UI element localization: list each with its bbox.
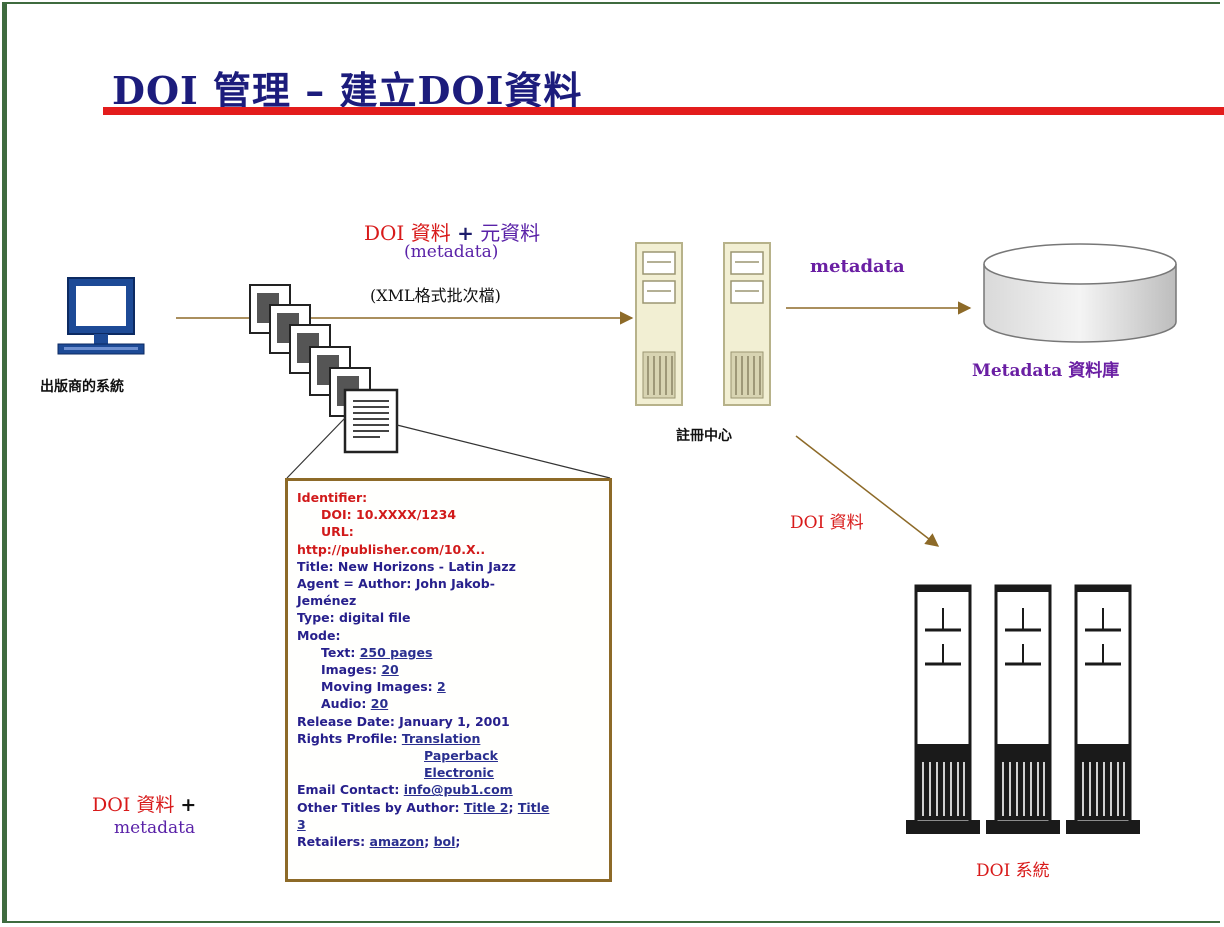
record-audio-label: Audio: bbox=[321, 696, 371, 712]
record-other-label: Other Titles by Author: bbox=[297, 799, 464, 815]
record-images-value[interactable]: 20 bbox=[381, 662, 399, 678]
record-audio-value[interactable]: 20 bbox=[370, 696, 389, 712]
record-retailers: Retailers: amazon; bol; bbox=[297, 833, 609, 850]
note-doi-data: DOI 資料 bbox=[92, 794, 175, 816]
record-url-label: URL: bbox=[321, 524, 354, 540]
edge-label-doi-data: DOI 資料 bbox=[364, 221, 451, 245]
record-retail-label: Retailers: bbox=[297, 834, 370, 850]
record-mode-images: Images: 20 bbox=[297, 661, 609, 678]
record-rights-paperback[interactable]: Paperback bbox=[424, 748, 498, 764]
record-other-sep: ; bbox=[508, 799, 518, 815]
database-icon bbox=[983, 243, 1177, 343]
record-text-label: Text: bbox=[321, 644, 360, 660]
arrow-registry-to-doi-system bbox=[795, 435, 940, 547]
document-stack-icon bbox=[249, 284, 399, 454]
record-images-label: Images: bbox=[321, 662, 382, 678]
record-other-title-3b[interactable]: 3 bbox=[297, 816, 306, 832]
server-pair-icon bbox=[635, 242, 771, 406]
record-mode-audio: Audio: 20 bbox=[297, 695, 609, 712]
record-doi: DOI: 10.XXXX/1234 bbox=[321, 507, 457, 523]
record-retail-amazon[interactable]: amazon bbox=[369, 834, 425, 850]
publisher-system-label: 出版商的系統 bbox=[40, 379, 124, 395]
record-rights-translation[interactable]: Translation bbox=[401, 730, 481, 746]
record-email: Email Contact: info@pub1.com bbox=[297, 781, 609, 798]
edge-label-metadata: metadata bbox=[810, 256, 905, 277]
record-rights-row2: Paperback bbox=[297, 747, 609, 764]
record-rights-electronic[interactable]: Electronic bbox=[424, 765, 495, 781]
edge-label-plus: + bbox=[457, 221, 474, 245]
edge-label-metadata-cn: 元資料 bbox=[480, 221, 541, 245]
record-mode-text: Text: 250 pages bbox=[297, 644, 609, 661]
callout-line-left bbox=[286, 417, 346, 479]
record-moving-label: Moving Images: bbox=[321, 679, 437, 695]
record-other-titles-cont: 3 bbox=[297, 816, 609, 833]
record-other-title-2[interactable]: Title 2 bbox=[463, 799, 509, 815]
record-mode-moving: Moving Images: 2 bbox=[297, 678, 609, 695]
record-retail-sep: ; bbox=[424, 834, 434, 850]
record-release-date: Release Date: January 1, 2001 bbox=[297, 713, 510, 729]
note-doi-plus: DOI 資料 + bbox=[92, 790, 196, 817]
page-title: DOI 管理 – 建立DOI資料 bbox=[112, 68, 583, 113]
edge-label-xml-batch: (XML格式批次檔) bbox=[370, 286, 501, 305]
record-retail-bol[interactable]: bol bbox=[433, 834, 456, 850]
record-rights-row3: Electronic bbox=[297, 764, 609, 781]
record-other-titles: Other Titles by Author: Title 2; Title bbox=[297, 799, 609, 816]
record-agent-line2: Jeménez bbox=[297, 593, 357, 609]
record-agent-line1: Agent = Author: John Jakob- bbox=[297, 576, 495, 592]
doi-system-label: DOI 系統 bbox=[976, 861, 1050, 881]
record-email-label: Email Contact: bbox=[297, 782, 404, 798]
record-identifier-label: Identifier: bbox=[297, 490, 368, 505]
metadata-database-label: Metadata 資料庫 bbox=[972, 361, 1120, 381]
record-mode-label: Mode: bbox=[297, 627, 341, 643]
record-text-value[interactable]: 250 pages bbox=[359, 644, 433, 660]
edge-label-metadata-en: (metadata) bbox=[404, 242, 499, 262]
record-moving-value[interactable]: 2 bbox=[437, 679, 446, 695]
title-underline bbox=[103, 107, 1224, 115]
server-rack-icon bbox=[906, 584, 1140, 834]
record-rights-label: Rights Profile: bbox=[297, 730, 402, 746]
record-rights: Rights Profile: Translation bbox=[297, 730, 609, 747]
record-type: Type: digital file bbox=[297, 610, 411, 626]
callout-line-right bbox=[396, 424, 611, 479]
record-retail-end: ; bbox=[455, 834, 461, 850]
edge-label-doi-data-to-system: DOI 資料 bbox=[790, 513, 864, 533]
record-title: Title: New Horizons - Latin Jazz bbox=[297, 558, 516, 574]
record-email-link[interactable]: info@pub1.com bbox=[403, 782, 513, 798]
metadata-record-box: Identifier: DOI: 10.XXXX/1234 URL: http:… bbox=[285, 478, 612, 882]
record-other-title-3a[interactable]: Title bbox=[517, 799, 550, 815]
registry-label: 註冊中心 bbox=[676, 428, 732, 444]
record-url: http://publisher.com/10.X.. bbox=[297, 541, 486, 557]
edge-label-doi-metadata: DOI 資料 + 元資料 bbox=[364, 217, 540, 246]
note-plus: + bbox=[180, 794, 197, 816]
computer-icon bbox=[57, 277, 145, 355]
note-metadata: metadata bbox=[114, 818, 196, 838]
